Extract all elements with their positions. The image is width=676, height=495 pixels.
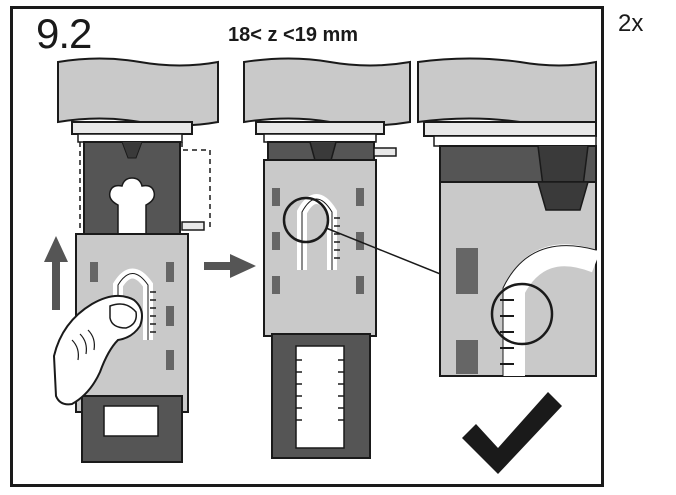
clip-slot <box>272 232 280 250</box>
clip-slot <box>166 350 174 370</box>
housing-step-2 <box>263 133 377 143</box>
dimension-label: 18< z <19 mm <box>228 24 359 46</box>
housing-step-1 <box>77 133 183 143</box>
clip-tab-1 <box>108 177 156 241</box>
panel-1-insertion <box>44 57 219 463</box>
side-pin-2 <box>373 147 397 157</box>
magnifier-circle-icon <box>490 282 554 346</box>
socket-notch-1 <box>121 141 143 159</box>
step-number: 9.2 <box>36 10 92 57</box>
spring-teeth-2 <box>334 217 340 259</box>
clip-slot <box>456 248 478 294</box>
spring-arch-3 <box>503 244 601 376</box>
clip-slot <box>166 306 174 326</box>
checkmark-icon <box>462 392 562 474</box>
housing-top-1 <box>57 57 219 127</box>
arrow-up-icon <box>44 236 68 310</box>
side-pin-1 <box>181 221 205 231</box>
clip-slot <box>456 340 478 374</box>
clip-slot <box>272 188 280 206</box>
housing-flange-3 <box>423 121 597 137</box>
clip-slot <box>166 262 174 282</box>
clip-slot <box>272 276 280 294</box>
panel-2-installed <box>243 57 411 459</box>
base-window-1 <box>103 405 159 437</box>
clip-slot <box>356 276 364 294</box>
panel-3-detail <box>417 57 601 377</box>
housing-step-3 <box>433 135 597 147</box>
magnifier-circle-icon <box>282 196 330 244</box>
arrow-right-icon <box>204 254 256 278</box>
base-window-2 <box>295 345 345 449</box>
spring-teeth-3 <box>500 299 514 365</box>
housing-top-2 <box>243 57 411 127</box>
spring-teeth-1 <box>150 291 156 333</box>
quantity-label: 2x <box>618 10 644 37</box>
clip-slot <box>90 262 98 282</box>
clip-slot <box>356 188 364 206</box>
housing-flange-1 <box>71 121 193 135</box>
dashed-outline <box>79 142 211 228</box>
housing-top-3 <box>417 57 597 127</box>
housing-flange-2 <box>255 121 385 135</box>
